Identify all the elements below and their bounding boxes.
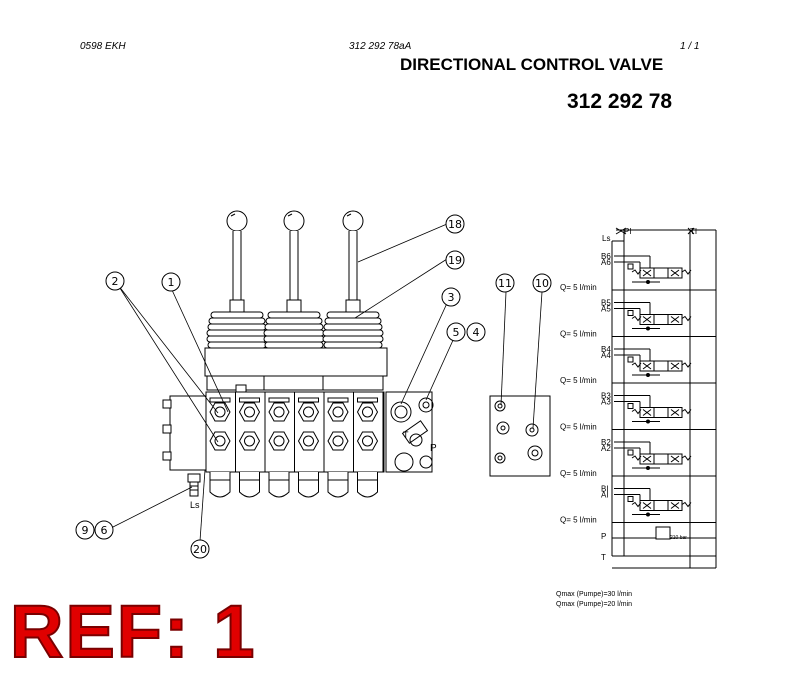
callout-18: 18 [445,214,465,234]
port-a4: A4 [601,351,611,360]
document-number: 312 292 78aA [349,41,412,52]
callout-4: 4 [466,322,486,342]
svg-text:5: 5 [453,326,460,339]
ref-label: REF: 1 [9,590,257,673]
leader-lines [110,223,543,542]
page-title: DIRECTIONAL CONTROL VALVE [400,55,664,74]
svg-text:20: 20 [193,543,207,556]
callout-3: 3 [441,287,461,307]
port-ai: AI [601,491,609,500]
callout-10: 10 [532,273,552,293]
svg-text:10: 10 [535,277,549,290]
svg-text:18: 18 [448,218,462,231]
port-bi: BI [601,485,609,494]
qmax-line-2: Qmax (Pumpe)=20 l/min [556,601,632,608]
t-port-label: T [403,430,409,440]
port-b4: B4 [601,345,611,354]
page-indicator: 1 / 1 [680,41,700,52]
flow-rate-3: Q= 5 l/min [560,376,597,385]
port-b3: B3 [601,392,611,401]
flow-rate-2: Q= 5 l/min [560,330,597,339]
callout-9: 9 [75,520,95,540]
port-b5: B5 [601,299,611,308]
svg-text:6: 6 [101,524,108,537]
part-number: 312 292 78 [567,90,673,113]
ls-port-label: Ls [190,500,200,510]
flow-rate-6: Q= 5 l/min [560,516,597,525]
callout-11: 11 [495,273,515,293]
callout-5: 5 [446,322,466,342]
schematic-ls-label: Ls [602,234,610,243]
schematic-port-pi: PI [624,227,632,236]
header-code: 0598 EKH [80,41,126,52]
valve-body [162,347,434,498]
svg-text:19: 19 [448,254,462,267]
callout-19: 19 [445,250,465,270]
flow-rate-5: Q= 5 l/min [560,469,597,478]
svg-text:9: 9 [82,524,89,537]
svg-text:11: 11 [498,277,512,290]
svg-text:1: 1 [168,276,175,289]
callout-6: 6 [94,520,114,540]
callout-1: 1 [161,272,181,292]
schematic-t-label: T [601,553,606,562]
end-plate [489,395,551,477]
port-b6: B6 [601,252,611,261]
port-a3: A3 [601,398,611,407]
schematic-p-label: P [601,532,606,541]
port-b2: B2 [601,438,611,447]
svg-text:4: 4 [473,326,480,339]
callout-2: 2 [105,271,125,291]
port-a5: A5 [601,305,611,314]
p-port-label: P [430,443,437,454]
flow-rate-1: Q= 5 l/min [560,283,597,292]
flow-rate-4: Q= 5 l/min [560,423,597,432]
callout-20: 20 [190,539,210,559]
svg-text:2: 2 [112,275,119,288]
port-a2: A2 [601,444,611,453]
svg-text:3: 3 [448,291,455,304]
port-a6: A6 [601,258,611,267]
schematic-port-ti: TI [690,227,697,236]
qmax-line-1: Qmax (Pumpe)=30 l/min [556,591,632,598]
